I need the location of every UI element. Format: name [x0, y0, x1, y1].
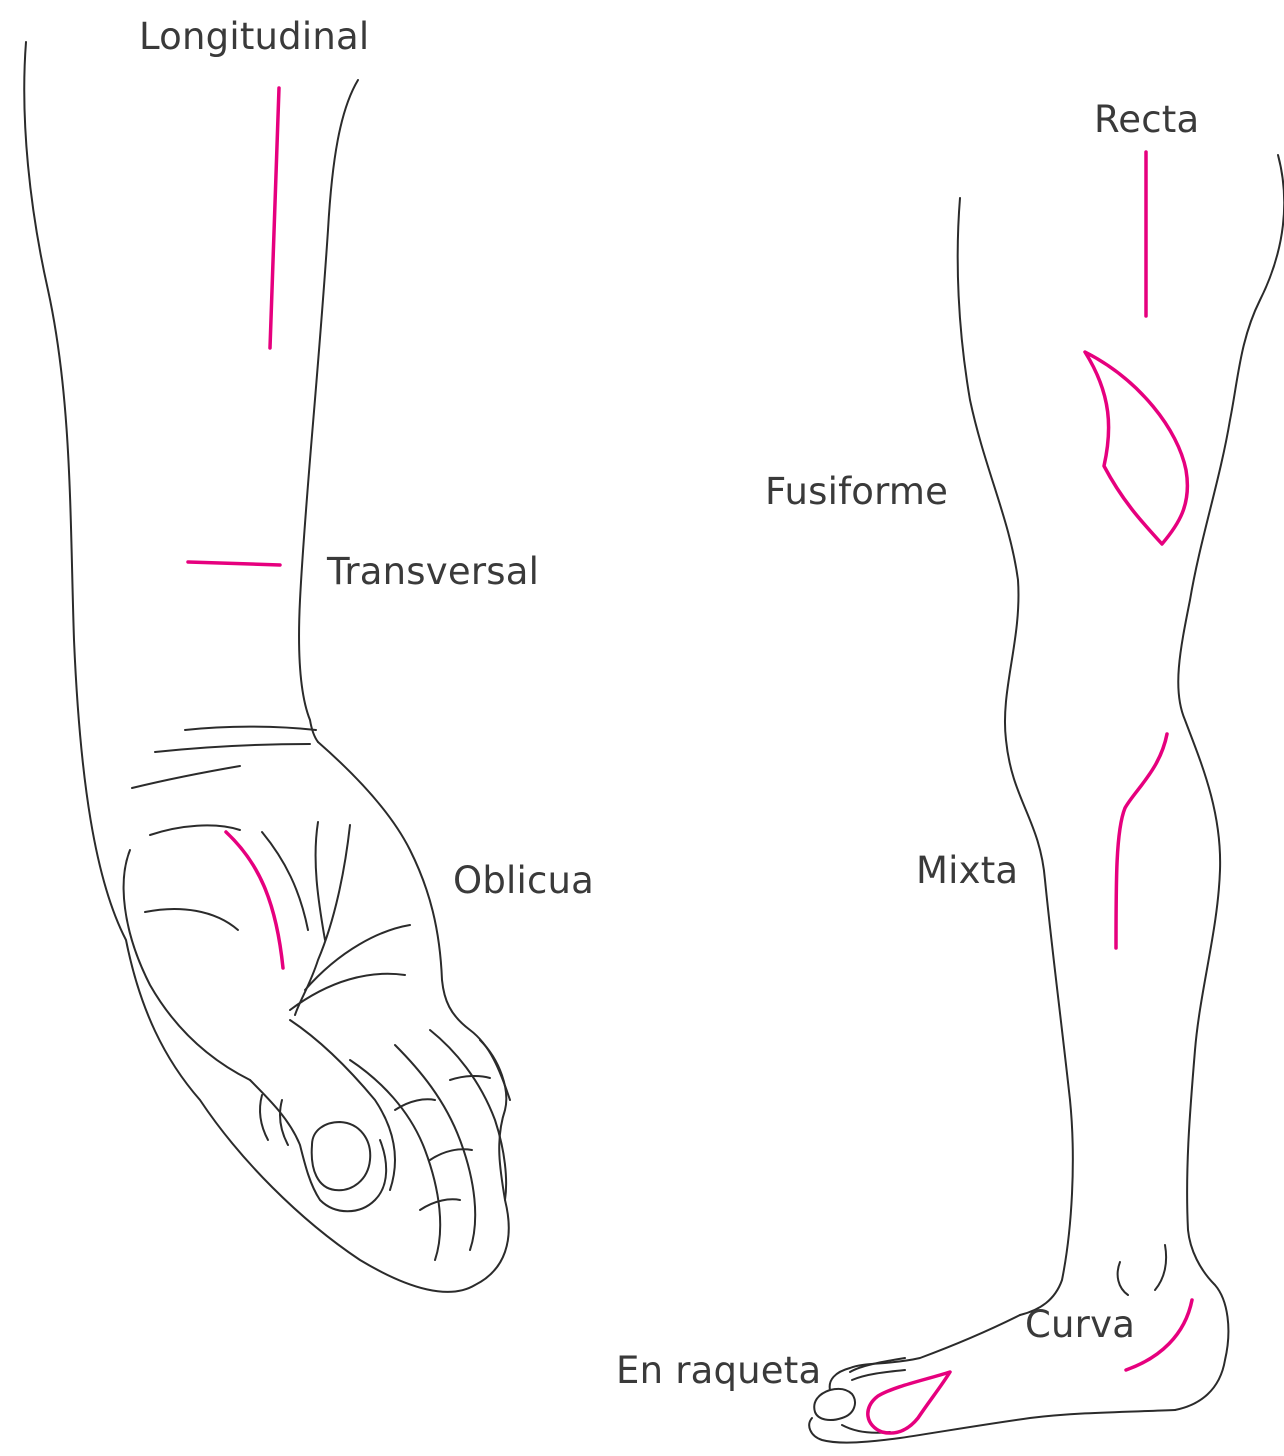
palm-line-4 [145, 909, 238, 930]
palm-edge [124, 850, 250, 1080]
finger-little [430, 1030, 506, 1200]
toe-line-2 [852, 1370, 905, 1380]
foot-sole [809, 1410, 1175, 1443]
incision-mixta [1116, 734, 1167, 948]
incision-transversal [188, 562, 280, 565]
wrist-crease-2 [155, 744, 310, 752]
leg-drawing [809, 155, 1284, 1443]
ankle-bone-right [1155, 1245, 1166, 1290]
wrist-crease-1 [185, 727, 316, 730]
thumb-outline [250, 1080, 386, 1211]
arm-incisions [188, 88, 283, 968]
hand-thumb-side [318, 742, 510, 1100]
palm-line-1 [262, 832, 308, 930]
label-oblicua: Oblicua [453, 862, 594, 899]
leg-left-contour [958, 198, 1073, 1315]
label-recta: Recta [1094, 101, 1199, 138]
leg-incisions [868, 152, 1192, 1433]
palm-line-6 [290, 974, 405, 1010]
arm-right-contour [299, 80, 358, 742]
incision-longitudinal [270, 88, 279, 348]
arm-left-contour [24, 42, 508, 1292]
wrist-crease-3 [132, 766, 240, 788]
label-en-raqueta: En raqueta [616, 1352, 821, 1389]
leg-right-contour [1175, 155, 1284, 1410]
incision-en-raqueta [868, 1372, 950, 1433]
label-fusiforme: Fusiforme [765, 473, 948, 510]
label-mixta: Mixta [916, 852, 1018, 889]
incision-curva [1126, 1300, 1192, 1370]
palm-line-5 [305, 925, 410, 990]
label-curva: Curva [1025, 1306, 1135, 1343]
incision-fusiforme [1085, 352, 1187, 544]
big-toe [814, 1389, 855, 1420]
incision-oblicua [226, 832, 283, 968]
ankle-bone-left [1118, 1262, 1128, 1295]
thumb-nail [312, 1122, 371, 1190]
arm-drawing [24, 42, 510, 1292]
finger-joint-4 [450, 1076, 490, 1080]
label-longitudinal: Longitudinal [139, 18, 369, 55]
thumb-crease-1 [260, 1095, 268, 1140]
label-transversal: Transversal [327, 553, 539, 590]
palm-line-2 [316, 822, 325, 940]
